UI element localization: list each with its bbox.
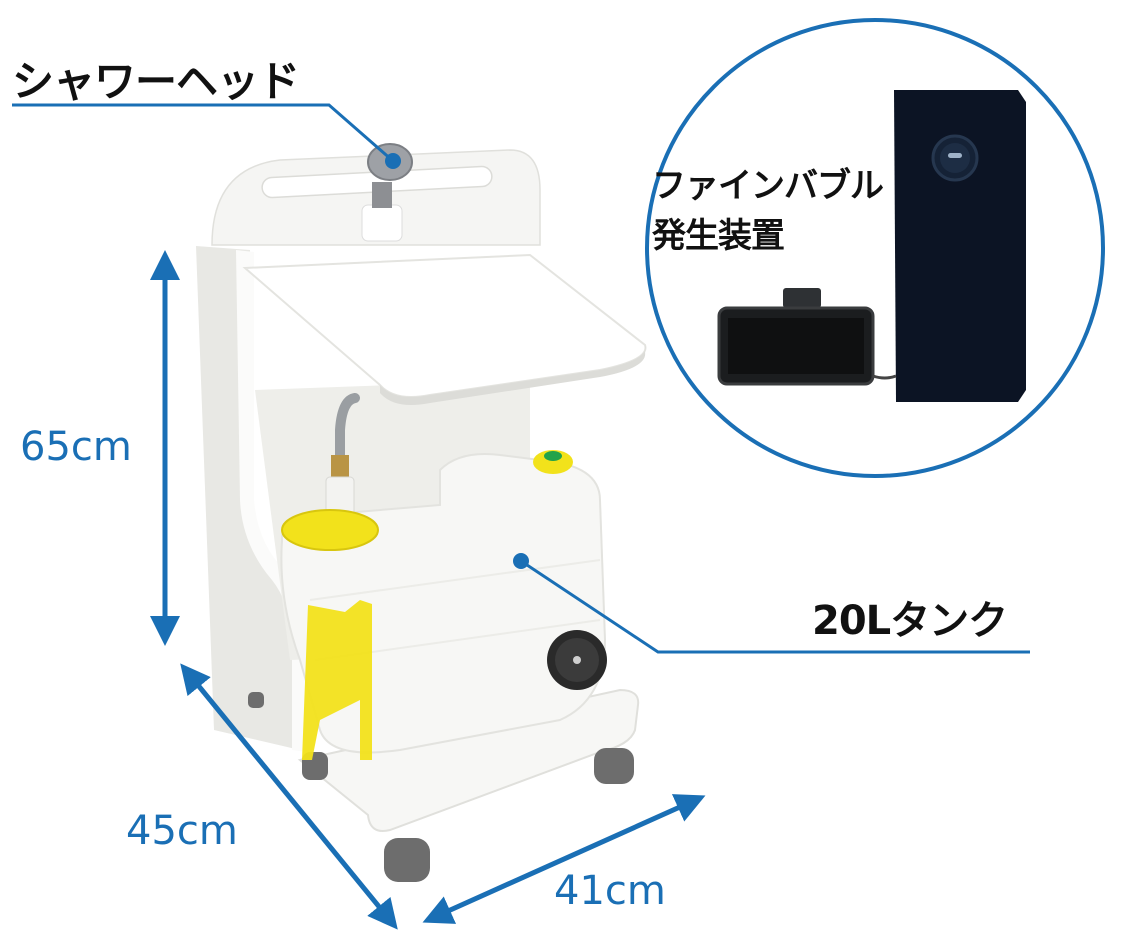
shower-head-label: シャワーヘッド [12,57,300,106]
controller-box [894,90,1026,402]
fine-bubble-inset [645,18,1105,478]
tank-wheel [547,630,607,690]
generator-unit [717,288,897,386]
width-arrow [422,794,706,924]
fine-bubble-label-line2: 発生装置 [652,216,785,256]
fine-bubble-label-line1: ファインバブル [652,166,884,206]
shower-head-leader [12,103,401,169]
cart-side-panel [196,246,307,752]
tank-label: 20Lタンク [812,598,1008,644]
cart-top-shelf [242,253,647,406]
depth-dimension: 45cm [126,808,238,854]
width-dimension: 41cm [554,868,666,914]
depth-arrow [180,663,398,930]
height-dimension: 65cm [20,424,132,470]
tank-leader [513,553,1030,654]
